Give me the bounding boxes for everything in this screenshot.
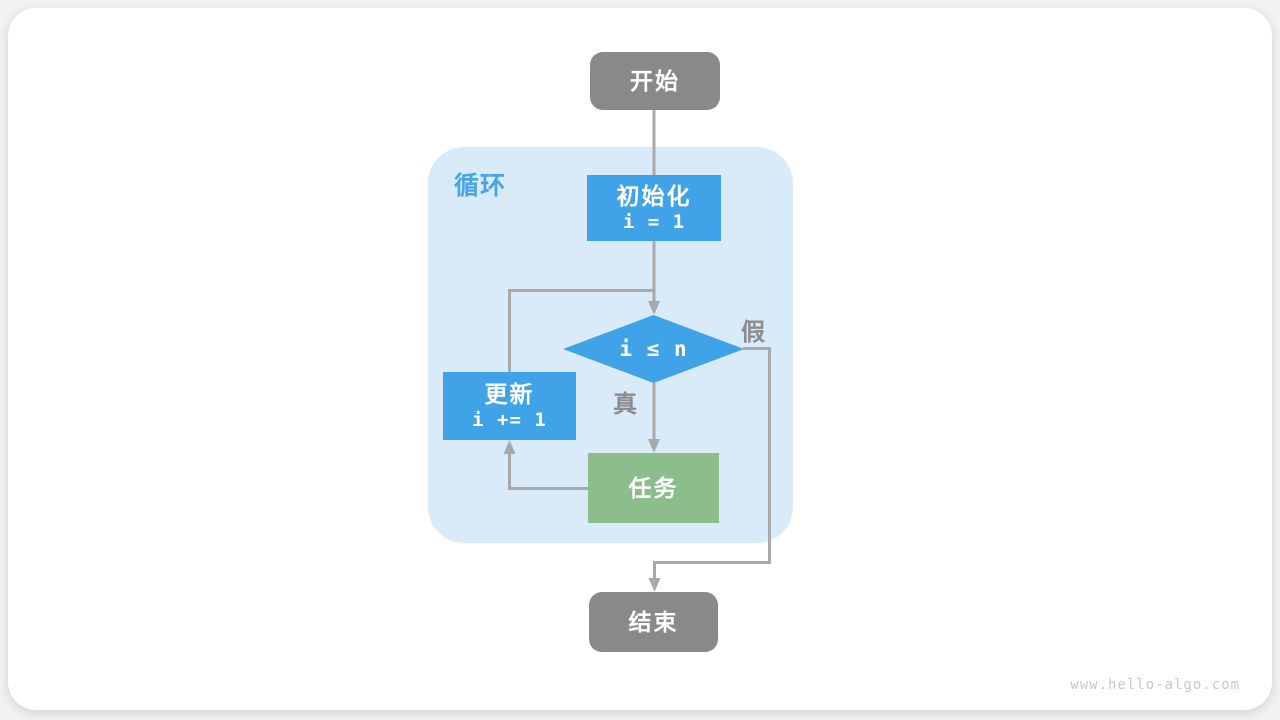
end-node: 结束 bbox=[589, 592, 718, 652]
update-node-code: i += 1 bbox=[472, 408, 547, 431]
task-node-label: 任务 bbox=[628, 474, 679, 501]
init-node-label: 初始化 bbox=[616, 182, 692, 209]
start-node-label: 开始 bbox=[630, 67, 680, 94]
false-branch-label: 假 bbox=[741, 319, 765, 346]
task-node: 任务 bbox=[588, 453, 719, 523]
update-node: 更新 i += 1 bbox=[443, 372, 576, 440]
end-node-label: 结束 bbox=[628, 608, 679, 635]
true-branch-label: 真 bbox=[613, 391, 637, 418]
init-node-code: i = 1 bbox=[622, 210, 686, 233]
watermark-text: www.hello-algo.com bbox=[1070, 677, 1240, 693]
init-node: 初始化 i = 1 bbox=[587, 175, 721, 241]
condition-node-code: i ≤ n bbox=[619, 336, 688, 361]
start-node: 开始 bbox=[590, 52, 720, 110]
update-node-label: 更新 bbox=[484, 380, 535, 407]
loop-scope-label: 循环 bbox=[454, 172, 507, 200]
